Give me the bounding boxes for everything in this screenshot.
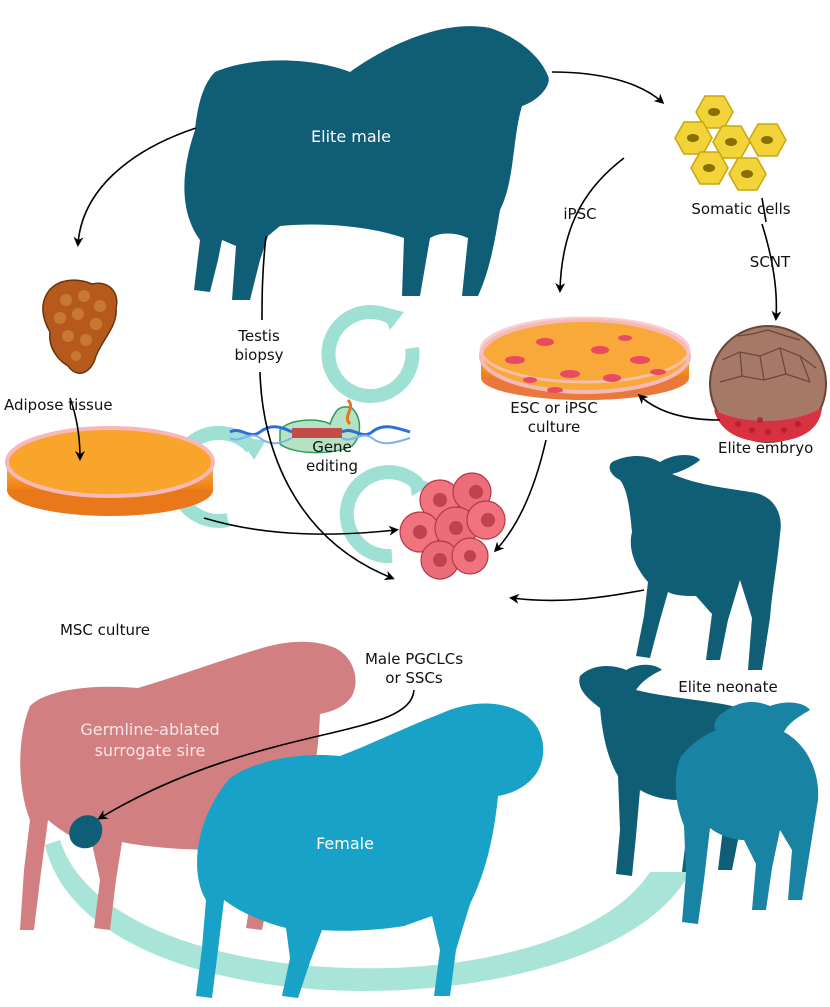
arrow-neonate-to-pgclc [512, 590, 644, 600]
arrow-male-to-adipose [78, 128, 196, 244]
elite-neonate-lamb [610, 455, 781, 670]
arrow-embryo-to-escdish [640, 396, 720, 420]
label-elite-embryo: Elite embryo [718, 439, 830, 458]
label-surrogate-sire: Germline-ablated surrogate sire [60, 719, 240, 761]
label-esc-culture: ESC or iPSC culture [486, 399, 622, 437]
label-testis-line2: biopsy [216, 346, 302, 365]
label-testis-biopsy: Testis biopsy [216, 327, 302, 365]
label-esc-line2: culture [486, 418, 622, 437]
label-somatic-cells: Somatic cells [676, 200, 806, 219]
label-male-line1: Male PGCLCs [352, 650, 476, 669]
elite-embryo [710, 326, 826, 442]
label-female: Female [300, 834, 390, 853]
arrow-msc-to-pgclc [204, 518, 396, 534]
label-scnt: SCNT [740, 253, 800, 272]
somatic-cells [675, 96, 786, 190]
label-surrogate-line2: surrogate sire [60, 740, 240, 761]
label-ipsc: iPSC [552, 205, 608, 224]
elite-male-sheep [184, 26, 548, 300]
label-gene-line2: editing [292, 457, 372, 476]
label-esc-line1: ESC or iPSC [486, 399, 622, 418]
label-msc-culture: MSC culture [40, 621, 170, 640]
label-gene-line1: Gene [292, 438, 372, 457]
label-male-line2: or SSCs [352, 669, 476, 688]
label-elite-neonate: Elite neonate [660, 678, 796, 697]
esc-dish [481, 318, 689, 400]
label-adipose-tissue: Adipose tissue [4, 396, 164, 415]
label-testis-line1: Testis [216, 327, 302, 346]
label-gene-editing: Gene editing [292, 438, 372, 476]
arrow-somatic-to-escdish [560, 158, 624, 290]
label-male-pgclcs: Male PGCLCs or SSCs [352, 650, 476, 688]
label-elite-male: Elite male [296, 127, 406, 146]
msc-dish [7, 428, 213, 516]
label-surrogate-line1: Germline-ablated [60, 719, 240, 740]
arrow-escdish-to-pgclc [496, 440, 546, 550]
arrow-male-to-somatic [552, 72, 662, 102]
